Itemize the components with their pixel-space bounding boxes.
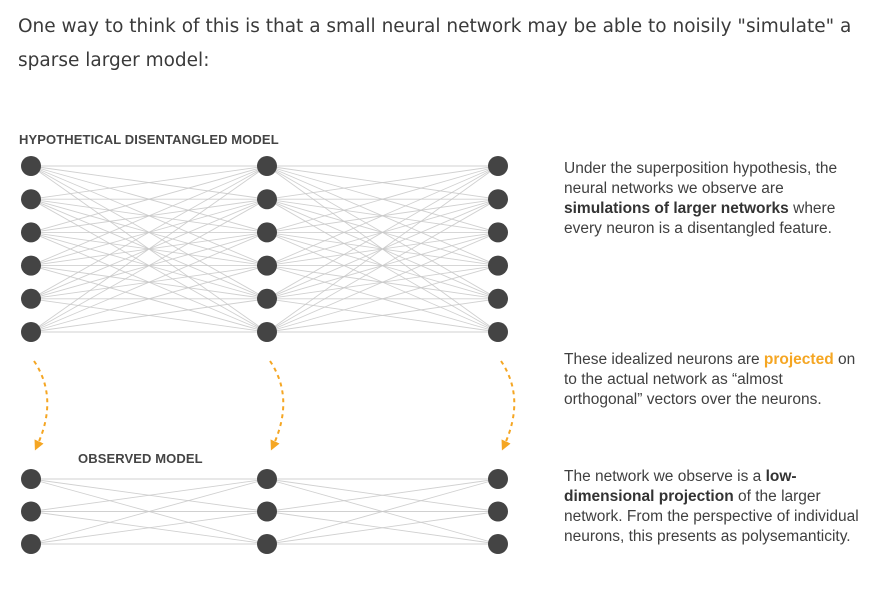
disentangled-connection [266,298,499,333]
disentangled-neuron [257,222,277,243]
disentangled-connection [266,165,499,300]
disentangled-neuron [257,322,277,342]
disentangled-connection [30,165,268,233]
observed-neuron [257,469,277,489]
observed-neuron [21,469,41,489]
caption-text: Under the superposition hypothesis, the … [564,160,838,197]
superposition-caption: Under the superposition hypothesis, the … [564,159,864,239]
observed-neuron [257,501,277,522]
disentangled-neuron [488,288,508,309]
caption-text: where every neuron is a disentangled fea… [564,200,836,237]
projection-arrow [33,360,49,451]
observed-connection [266,478,499,545]
disentangled-connection [30,231,268,333]
disentangled-neuron [21,255,41,276]
disentangled-connection [30,298,268,333]
disentangled-neuron [488,189,508,210]
projection-arrow [269,360,285,451]
observed-neuron [488,534,508,554]
caption-text: These idealized neurons are [564,351,764,368]
disentangled-connection [30,165,268,333]
observed-neuron [21,534,41,554]
observed-connection [30,478,268,545]
disentangled-connection [30,165,268,267]
disentangled-model-neurons [21,156,508,342]
observed-neuron [488,469,508,489]
disentangled-connection [266,198,499,333]
caption-emphasis: simulations of larger networks [564,200,789,217]
disentangled-neuron [488,156,508,176]
observed-model-neurons [21,469,508,554]
observed-connection [30,511,268,545]
projection-arrows [33,360,516,451]
disentangled-model-connections [30,165,499,333]
disentangled-model-title: HYPOTHETICAL DISENTANGLED MODEL [19,132,279,147]
observed-connection [266,511,499,545]
disentangled-connection [266,165,499,267]
disentangled-neuron [21,322,41,342]
observed-connection [30,478,268,512]
disentangled-connection [266,165,499,233]
observed-neuron [257,534,277,554]
projection-caption: These idealized neurons are projected on… [564,350,864,410]
disentangled-connection [30,165,268,300]
caption-text: on to the actual network as “almost orth… [564,351,856,408]
disentangled-connection [30,165,268,200]
disentangled-neuron [488,222,508,243]
observed-neuron [21,501,41,522]
caption-accent: projected [763,351,834,368]
disentangled-neuron [21,288,41,309]
disentangled-neuron [488,255,508,276]
disentangled-connection [266,165,499,333]
disentangled-neuron [21,189,41,210]
disentangled-connection [30,198,268,333]
disentangled-neuron [257,156,277,176]
observed-neuron [488,501,508,522]
disentangled-connection [266,165,499,200]
disentangled-neuron [21,156,41,176]
disentangled-neuron [21,222,41,243]
intro-paragraph: One way to think of this is that a small… [18,16,852,71]
disentangled-connection [266,265,499,333]
disentangled-neuron [257,288,277,309]
disentangled-neuron [257,189,277,210]
observed-connection [266,478,499,512]
disentangled-connection [30,265,268,333]
caption-emphasis: low-dimensional projection [564,468,797,505]
polysemanticity-caption: The network we observe is a low-dimensio… [564,467,864,547]
caption-text: of the larger network. From the perspect… [564,488,859,545]
disentangled-neuron [257,255,277,276]
disentangled-connection [266,231,499,333]
disentangled-neuron [488,322,508,342]
observed-model-title: OBSERVED MODEL [78,451,203,466]
projection-arrow [500,360,516,451]
caption-text: The network we observe is a [564,468,766,485]
observed-model-connections [30,478,499,545]
